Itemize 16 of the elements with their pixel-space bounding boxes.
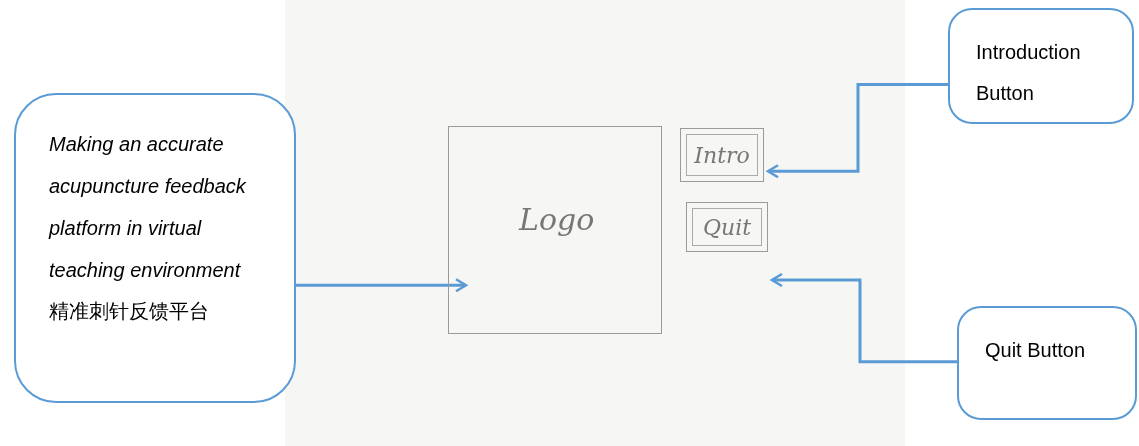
note-text: Introduction Button <box>976 40 1082 106</box>
sketch-button <box>680 128 764 182</box>
sketch-label: Logo <box>519 202 595 237</box>
callout-box <box>14 93 296 403</box>
chinese-title: 精准刺针反馈平台 <box>49 298 210 325</box>
sketch-frame <box>448 126 662 334</box>
arrow <box>770 272 957 364</box>
sketch-button <box>686 202 768 252</box>
arrow <box>766 83 948 179</box>
note-box <box>957 306 1137 420</box>
description-text: Making an accurate acupuncture feedback platform in virtual teaching environment <box>49 132 248 283</box>
sketch-label: Intro <box>694 141 750 170</box>
sketch-label: Quit <box>702 213 752 242</box>
note-box <box>948 8 1134 124</box>
arrow <box>296 277 468 293</box>
note-text: Quit Button <box>985 338 1087 363</box>
